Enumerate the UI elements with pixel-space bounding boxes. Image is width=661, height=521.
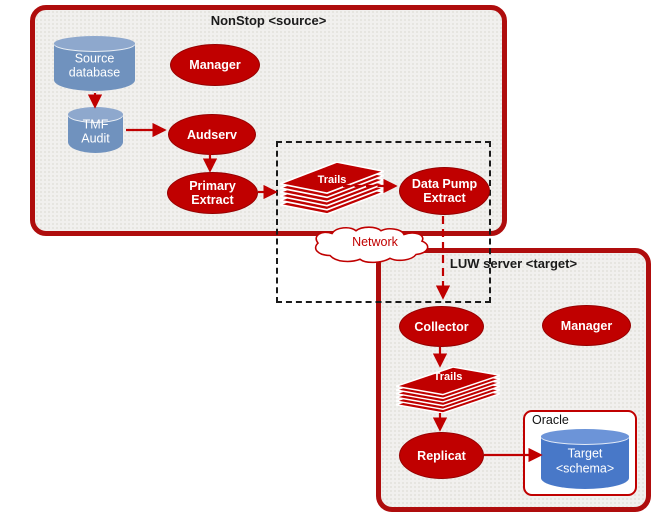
cylinder-lid — [68, 107, 123, 122]
manager-source-ellipse: Manager — [170, 44, 260, 86]
luw-target-label: LUW server <target> — [449, 256, 578, 271]
network-label: Network — [352, 235, 398, 249]
collector-ellipse: Collector — [399, 306, 484, 347]
manager-source-label: Manager — [189, 58, 241, 72]
replicat-ellipse: Replicat — [399, 432, 484, 479]
source-database-cylinder: Source database — [54, 36, 135, 91]
nonstop-source-label: NonStop <source> — [210, 13, 327, 28]
target-schema-label: Target <schema> — [555, 447, 615, 476]
trails-stack-source: Trails — [280, 162, 384, 214]
collector-label: Collector — [414, 319, 469, 334]
source-database-label: Source database — [68, 51, 121, 80]
cloud-icon — [314, 226, 429, 264]
cylinder-body — [541, 436, 629, 489]
cylinder-lid — [54, 36, 135, 51]
trails-stack-icon — [280, 162, 384, 214]
manager-target-label: Manager — [560, 318, 613, 333]
oracle-label: Oracle — [532, 413, 569, 427]
cylinder-lid — [541, 429, 629, 444]
audserv-ellipse: Audserv — [168, 114, 256, 155]
primary-extract-ellipse: Primary Extract — [167, 172, 258, 214]
trail-transfer-dashed-boundary — [276, 141, 491, 303]
replicat-label: Replicat — [417, 448, 466, 463]
trails-target-label: Trails — [433, 371, 463, 383]
tmf-audit-label: TMF Audit — [81, 117, 110, 146]
network-cloud: Network — [310, 226, 440, 264]
oracle-box: Oracle Target <schema> — [523, 410, 637, 496]
trails-stack-target: Trails — [396, 367, 500, 413]
audserv-label: Audserv — [186, 127, 238, 142]
trails-stack-icon — [396, 367, 500, 413]
manager-target-ellipse: Manager — [542, 305, 631, 346]
trails-source-label: Trails — [317, 174, 347, 186]
cylinder-body — [54, 43, 135, 91]
target-schema-cylinder: Target <schema> — [541, 429, 629, 489]
tmf-audit-cylinder: TMF Audit — [68, 107, 123, 153]
data-pump-extract-ellipse: Data Pump Extract — [399, 167, 490, 215]
